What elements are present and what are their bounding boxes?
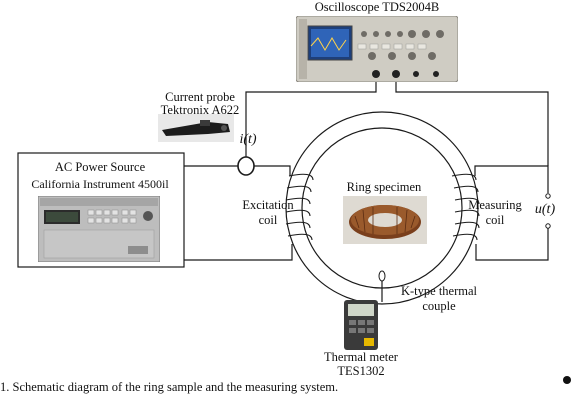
terminal-bottom [545, 223, 551, 229]
measuring-coil-label-line1: Measuring [468, 198, 522, 212]
current-probe-clamp [237, 156, 255, 176]
thermocouple-tip [378, 270, 386, 282]
thermal-meter-label-line2: TES1302 [337, 364, 385, 378]
current-probe-label-line2: Tektronix A622 [160, 103, 240, 117]
measuring-coil-label-line2: coil [485, 213, 505, 227]
current-probe-photo [158, 114, 234, 142]
excitation-wires [184, 165, 293, 261]
ac-source-label-line2: California Instrument 4500il [31, 177, 169, 191]
oscilloscope-photo [296, 16, 458, 82]
ac-power-source-photo [38, 196, 160, 262]
excitation-coil-label-line1: Excitation [242, 198, 294, 212]
current-probe-label-line1: Current probe [165, 90, 235, 104]
oscilloscope-label: Oscilloscope TDS2004B [314, 0, 440, 14]
bullet-dot [563, 376, 571, 384]
measuring-coil-loops [451, 173, 480, 241]
ring-specimen-photo [343, 196, 427, 244]
thermal-meter-photo [344, 300, 378, 350]
thermocouple-label-line1: K-type thermal [400, 284, 477, 298]
ac-source-frame [17, 152, 185, 268]
voltage-symbol: u(t) [534, 202, 556, 217]
probe-lead-wire [245, 82, 377, 157]
toroid-outer-circle [285, 111, 479, 305]
thermal-meter-label-line1: Thermal meter [324, 350, 398, 364]
figure-caption: 1. Schematic diagram of the ring sample … [0, 380, 339, 394]
current-symbol: i(t) [239, 132, 257, 147]
excitation-coil-label-line2: coil [258, 213, 278, 227]
measuring-wires [395, 82, 549, 261]
ac-source-label-line1: AC Power Source [54, 160, 146, 174]
thermocouple-label-line2: couple [422, 299, 456, 313]
terminal-top [545, 193, 551, 199]
excitation-coil-loops [285, 173, 314, 241]
ring-specimen-label: Ring specimen [346, 180, 422, 194]
